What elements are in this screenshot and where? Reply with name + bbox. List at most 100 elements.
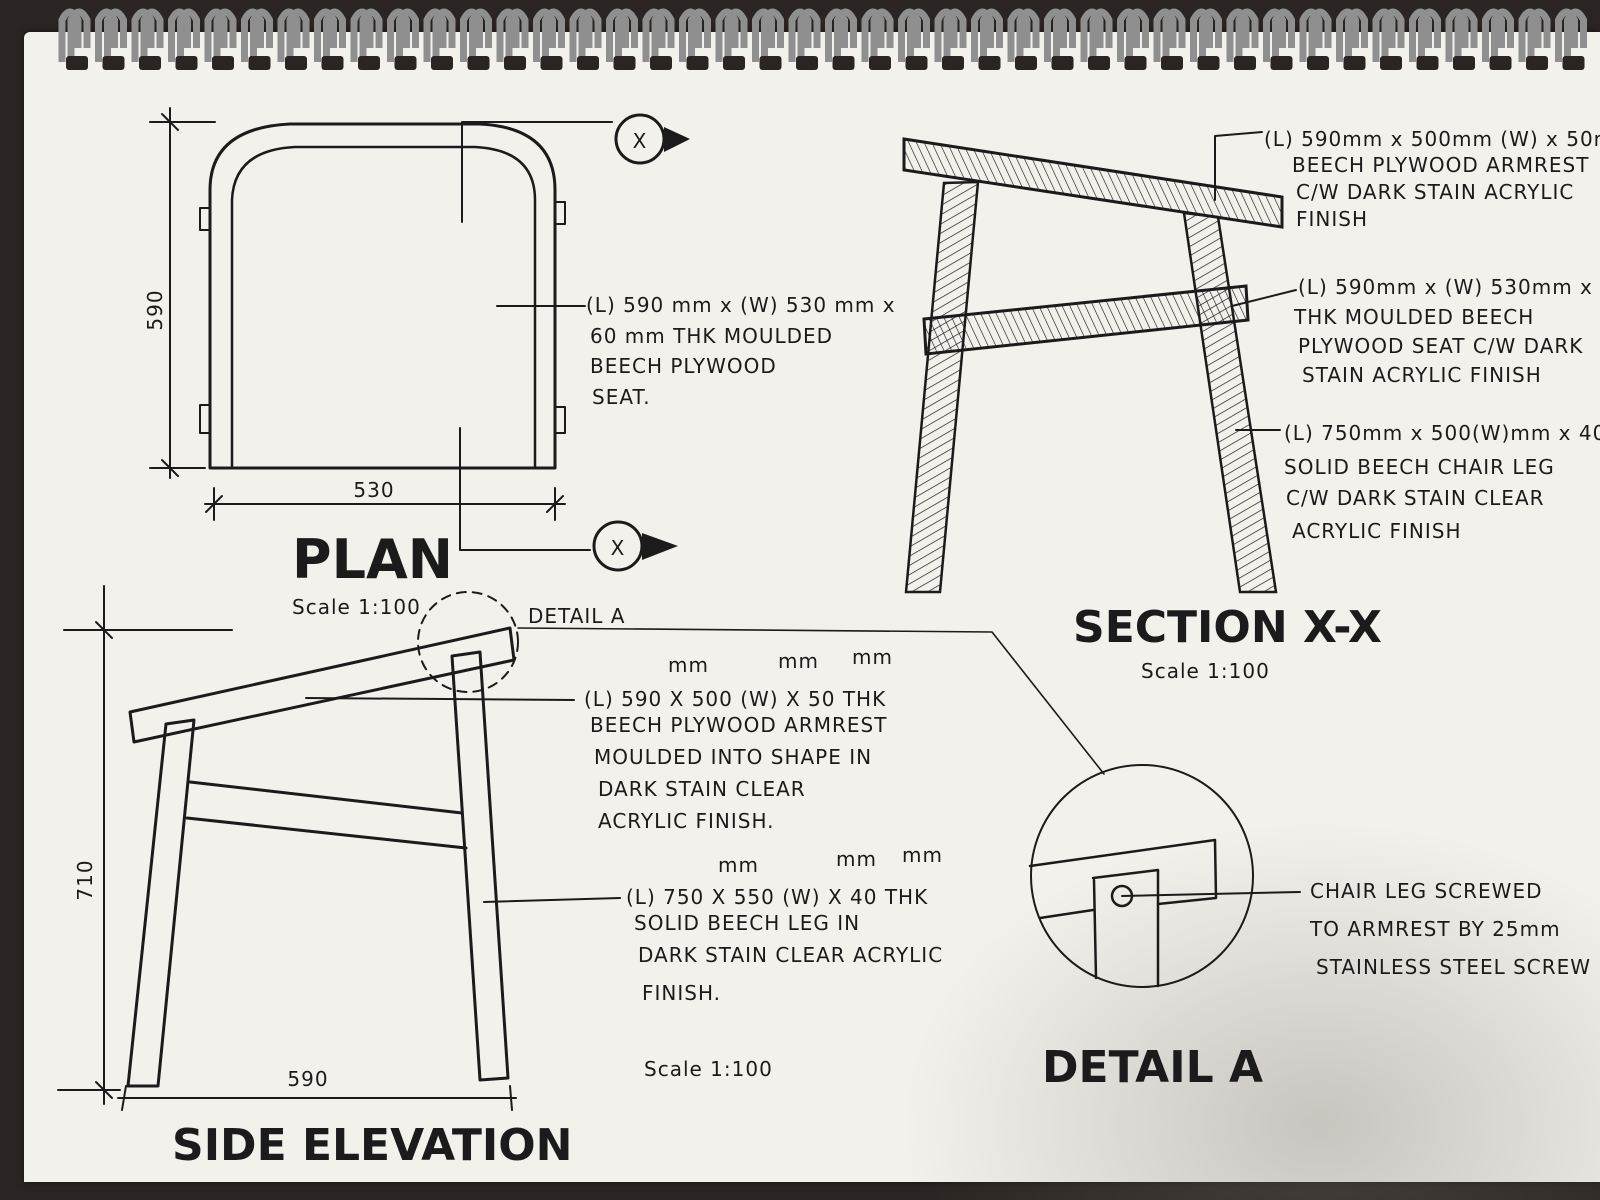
note-line: DARK STAIN CLEAR ACRYLIC [638, 943, 943, 967]
binding-ring [1345, 8, 1368, 62]
binding-ring [1190, 8, 1213, 62]
binding-ring [460, 8, 483, 62]
note-line: STAIN ACRYLIC FINISH [1302, 363, 1542, 387]
binding-ring [1226, 8, 1250, 62]
note-line: (L) 750mm x 500(W)mm x 40mm THK [1284, 421, 1600, 445]
section-seat [922, 284, 1250, 356]
binding-ring [1299, 8, 1323, 62]
binding-ring [1053, 8, 1076, 62]
binding-ring [1016, 8, 1040, 62]
binding-ring [569, 8, 593, 62]
binding-ring [1491, 8, 1514, 62]
unit-label: mm [852, 645, 893, 669]
binding-ring [943, 8, 967, 62]
note-line: SOLID BEECH LEG IN [634, 911, 860, 935]
note-line: MOULDED INTO SHAPE IN [594, 745, 872, 769]
side-elevation-title: SIDE ELEVATION [172, 1120, 572, 1171]
note-line: STAINLESS STEEL SCREW [1316, 955, 1591, 979]
unit-label: mm [668, 653, 709, 677]
note-line: CHAIR LEG SCREWED [1310, 879, 1542, 903]
binding-ring [359, 8, 383, 62]
binding-ring [971, 8, 994, 62]
binding-hole [1197, 56, 1220, 70]
binding-ring [1162, 8, 1186, 62]
binding-ring [1117, 8, 1140, 62]
binding-hole [321, 56, 344, 70]
binding-hole [1562, 56, 1585, 70]
binding-ring [104, 8, 127, 62]
section-leg-note: (L) 750mm x 500(W)mm x 40mm THK SOLID BE… [1284, 421, 1600, 543]
binding-ring [715, 8, 739, 62]
binding-hole [577, 56, 599, 70]
binding-ring [533, 8, 556, 62]
section-armrest-note: (L) 590mm x 500mm (W) x 50mm THK BEECH P… [1264, 127, 1600, 231]
binding-hole [394, 56, 417, 70]
binding-hole [1270, 56, 1293, 70]
binding-ring [1308, 8, 1332, 62]
binding-hole [1307, 56, 1329, 70]
binding-ring [834, 8, 857, 62]
binding-ring [58, 8, 82, 62]
elevation-leg [126, 718, 196, 1088]
binding-ring [870, 8, 894, 62]
note-line: SEAT. [592, 385, 651, 409]
binding-ring [286, 8, 310, 62]
binding-ring [907, 8, 930, 62]
binding-ring [542, 8, 565, 62]
binding-hole [905, 56, 928, 70]
note-line: (L) 590 X 500 (W) X 50 THK [584, 687, 886, 711]
binding-ring [606, 8, 629, 62]
binding-hole [796, 56, 818, 70]
plan-leg-tab [554, 406, 566, 434]
binding-ring [724, 8, 748, 62]
binding-ring [314, 8, 337, 62]
binding-ring [1199, 8, 1222, 62]
note-line: TO ARMREST BY 25mm [1309, 917, 1561, 941]
binding-hole [1343, 56, 1366, 70]
binding-hole [139, 56, 161, 70]
unit-label: mm [902, 843, 943, 867]
binding-ring [67, 8, 91, 62]
binding-ring [688, 8, 711, 62]
binding-hole [613, 56, 636, 70]
detail-a-note: CHAIR LEG SCREWED TO ARMREST BY 25mm STA… [1309, 879, 1591, 979]
binding-hole [1380, 56, 1402, 70]
elevation-height-dimension: 710 [73, 859, 97, 900]
binding-hole [1234, 56, 1256, 70]
section-scale: Scale 1:100 [1141, 659, 1270, 683]
binding-hole [66, 56, 88, 70]
plan-leg-tab [199, 207, 211, 231]
section-leg [904, 180, 980, 594]
binding-ring [615, 8, 638, 62]
binding-ring [788, 8, 812, 62]
binding-ring [761, 8, 784, 62]
spiral-binding [58, 8, 1587, 70]
section-title: SECTION X-X [1073, 602, 1382, 653]
binding-ring [797, 8, 821, 62]
note-line: C/W DARK STAIN ACRYLIC [1296, 180, 1574, 204]
binding-ring [1272, 8, 1295, 62]
binding-ring [1336, 8, 1359, 62]
section-marker-top: X [614, 113, 690, 165]
binding-hole [723, 56, 745, 70]
section-marker-label: X [633, 129, 648, 153]
binding-hole [759, 56, 782, 70]
binding-ring [505, 8, 529, 62]
note-line: PLYWOOD SEAT C/W DARK [1298, 334, 1583, 358]
note-line: BEECH PLYWOOD [590, 354, 777, 378]
binding-ring [1527, 8, 1551, 62]
binding-hole [1161, 56, 1183, 70]
note-line: FINISH. [642, 981, 721, 1005]
binding-hole [1489, 56, 1512, 70]
binding-ring [277, 8, 301, 62]
detail-a-drawing [1028, 764, 1301, 988]
note-line: ACRYLIC FINISH [1292, 519, 1462, 543]
binding-ring [1454, 8, 1478, 62]
binding-hole [832, 56, 855, 70]
section-marker-label: X [611, 536, 626, 560]
binding-ring [1381, 8, 1405, 62]
note-line: 60 mm THK MOULDED [590, 324, 833, 348]
binding-ring [980, 8, 1003, 62]
elevation-scale: Scale 1:100 [644, 1057, 773, 1081]
